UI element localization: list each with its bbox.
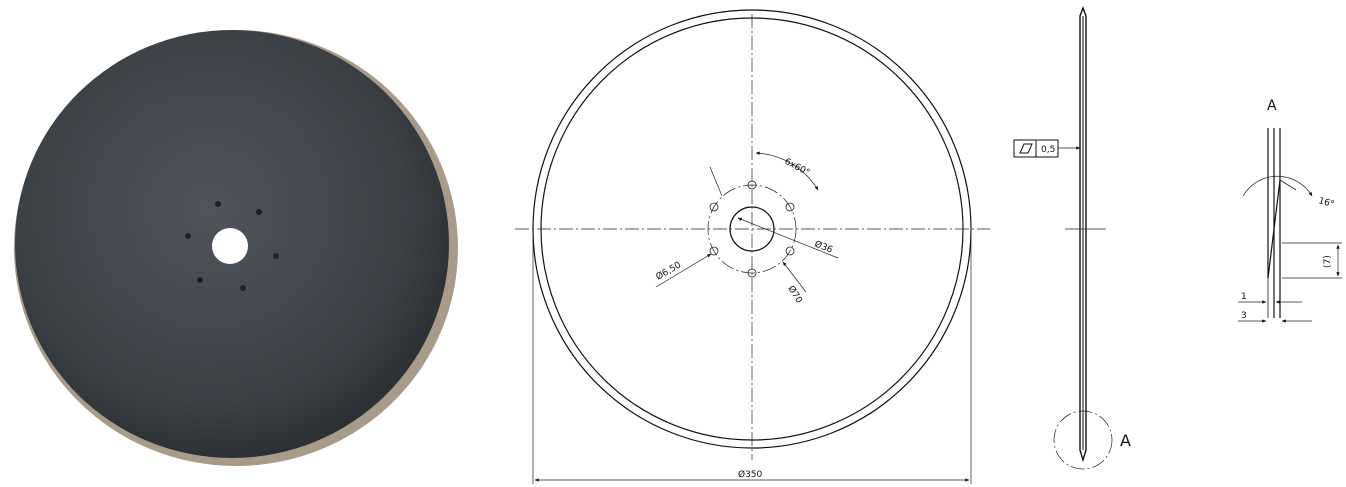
- outer-dia-label: Ø350: [738, 469, 763, 480]
- front-bolt-holes: [709, 180, 795, 278]
- bevel-line: [1267, 179, 1281, 279]
- center-hole-dia-label: Ø36: [813, 239, 835, 256]
- bolt-hole: [747, 268, 757, 278]
- bolt-hole: [709, 202, 719, 212]
- bolt-hole: [709, 246, 719, 256]
- detail-a-marker: A: [1120, 431, 1131, 450]
- angle-dimension-arc: [755, 151, 819, 191]
- bolt-hole: [197, 277, 203, 283]
- length-label: (7): [1323, 255, 1333, 268]
- bolt-circle: [707, 184, 797, 274]
- center-hole-leader: [737, 217, 839, 259]
- flatness-value-box: [1035, 139, 1059, 158]
- flatness-symbol-box: [1013, 139, 1037, 158]
- hole-pattern-label: 6x60°: [783, 157, 812, 179]
- detail-a-title: A: [1267, 98, 1277, 114]
- detail-a-circle: [1053, 410, 1113, 470]
- front-view: 6x60° Ø36 Ø6,50 Ø70 Ø350: [515, 9, 990, 484]
- detail-a-view: A 16° (7) 1 3: [1238, 98, 1342, 323]
- bolt-hole: [215, 201, 221, 207]
- center-hole: [729, 206, 775, 252]
- bolt-circle-leader: [782, 261, 807, 293]
- bolt-hole: [256, 209, 262, 215]
- bevel-angle-arc: [1242, 175, 1313, 197]
- bolt-hole: [185, 233, 191, 239]
- parallelogram-icon: [1019, 143, 1033, 154]
- side-view: 0,5 A: [1013, 6, 1131, 470]
- bevel-angle-label: 16°: [1317, 196, 1335, 210]
- bolt-hole: [785, 202, 795, 212]
- bolt-hole-leader-top: [709, 166, 723, 197]
- disc-bolt-holes: [185, 201, 279, 291]
- flatness-tolerance-frame: 0,5: [1013, 139, 1081, 158]
- flatness-value: 0,5: [1041, 145, 1055, 155]
- bolt-hole: [273, 253, 279, 259]
- bolt-hole-leader: [655, 253, 712, 288]
- dim-1-label: 1: [1241, 292, 1247, 302]
- bolt-hole: [240, 285, 246, 291]
- dim-3-label: 3: [1241, 311, 1247, 321]
- bolt-hole: [785, 246, 795, 256]
- bevel-angle-leader: [1279, 179, 1297, 191]
- disc-center-hole: [212, 228, 248, 264]
- disc-photo: [14, 30, 458, 466]
